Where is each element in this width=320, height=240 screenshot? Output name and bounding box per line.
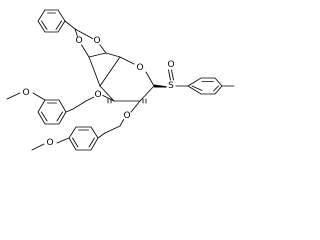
pyranose-ring — [88, 56, 155, 104]
methoxy-oxygen-lower-label: O — [46, 138, 53, 148]
benzylidene-phenyl-ring — [37, 9, 66, 33]
sulfoxide-group — [154, 69, 189, 88]
dioxane-oxygen-left-label: O — [75, 36, 82, 46]
lower-pmb-group — [31, 100, 141, 151]
ether-oxygen-c3-label: O — [94, 90, 101, 100]
tolyl-ring — [187, 77, 235, 95]
sulfur-label: S — [168, 81, 174, 91]
dioxane-oxygen-right-label: O — [93, 36, 100, 46]
ether-oxygen-c2-label: O — [123, 111, 130, 121]
sulfoxide-oxygen-label: O — [167, 60, 174, 70]
anomeric-wedge-bond — [154, 84, 168, 88]
methoxy-oxygen-upper-label: O — [22, 88, 29, 98]
chemical-structure: O O O O S O O O O — [6, 9, 235, 151]
atom-labels: O O O O S O O O O — [21, 36, 176, 148]
benzylidene-acetal — [64, 20, 121, 58]
upper-pmb-aromatic-ring — [37, 99, 67, 125]
upper-pmb-group — [6, 92, 115, 125]
phenyl-acetal-bond — [64, 20, 76, 30]
lower-pmb-aromatic-ring — [68, 126, 99, 151]
ring-oxygen-label: O — [136, 63, 143, 73]
